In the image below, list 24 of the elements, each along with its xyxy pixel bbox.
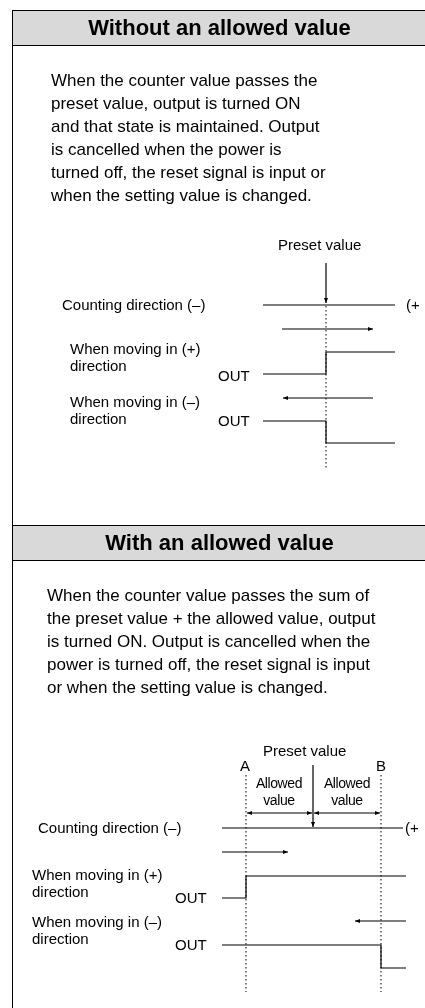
description-text: When the counter value passes the preset value, output is turned ON and that state is maintained. Output is cancelled when the power is turned off, the reset signal is input or when the setting value is changed. bbox=[51, 70, 327, 207]
preset-value-label: Preset value bbox=[278, 236, 362, 253]
row-label: When moving in (+) direction bbox=[70, 340, 202, 374]
point-label: B bbox=[376, 757, 386, 774]
preset-value-label: Preset value bbox=[263, 742, 347, 759]
signal-label: OUT bbox=[218, 412, 250, 429]
signal-label: OUT bbox=[218, 367, 250, 384]
range-label: Allowed value bbox=[254, 775, 304, 809]
section-panel bbox=[12, 10, 425, 526]
axis-end-label: (+ bbox=[405, 819, 419, 836]
axis-label: Counting direction (–) bbox=[62, 296, 206, 313]
section-panel bbox=[12, 525, 425, 1008]
row-label: When moving in (–) direction bbox=[32, 913, 164, 947]
signal-label: OUT bbox=[175, 889, 207, 906]
row-label: When moving in (–) direction bbox=[70, 393, 202, 427]
point-label: A bbox=[240, 757, 250, 774]
description-text: When the counter value passes the sum of the preset value + the allowed value, output is turned ON. Output is cancelled when the power is turned off, the reset signal is input or when the setting value is changed. bbox=[47, 585, 377, 699]
range-label: Allowed value bbox=[322, 775, 372, 809]
axis-label: Counting direction (–) bbox=[38, 819, 182, 836]
signal-label: OUT bbox=[175, 936, 207, 953]
axis-end-label: (+ bbox=[406, 296, 420, 313]
section-heading: With an allowed value bbox=[13, 526, 425, 561]
row-label: When moving in (+) direction bbox=[32, 866, 164, 900]
section-heading: Without an allowed value bbox=[13, 11, 425, 46]
